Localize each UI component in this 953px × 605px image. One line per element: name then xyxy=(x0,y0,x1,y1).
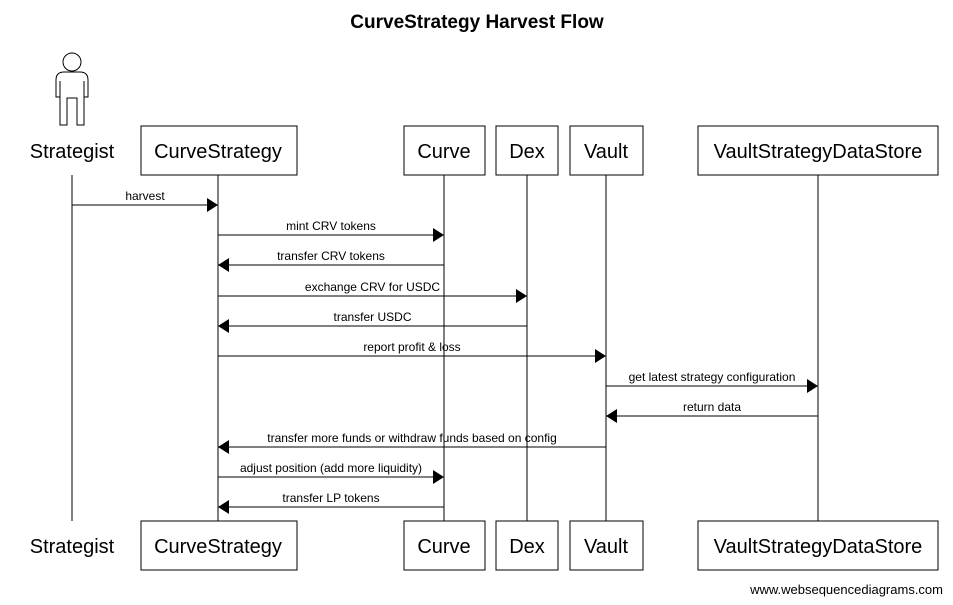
participant-headers: Strategist CurveStrategy Curve Dex Vault Vaul… xyxy=(30,125,939,176)
participant-label-datastore-header: VaultStrategyDataStore xyxy=(714,141,923,163)
participant-box-curvestrategy-header xyxy=(140,125,298,176)
diagram-title: CurveStrategy Harvest Flow xyxy=(350,12,604,33)
participant-box-vault-header xyxy=(569,125,644,176)
message-9: transfer more funds or withdraw funds ba… xyxy=(218,431,606,454)
participant-label-vault-footer: Vault xyxy=(584,536,629,558)
stick-figure-icon xyxy=(55,52,89,126)
message-arrowhead xyxy=(606,409,617,423)
message-label: transfer more funds or withdraw funds ba… xyxy=(267,431,557,445)
participant-label-vault-header: Vault xyxy=(584,141,629,163)
message-arrowhead xyxy=(807,379,818,393)
message-arrowhead xyxy=(595,349,606,363)
participant-box-curvestrategy-footer xyxy=(140,520,298,571)
message-arrowhead xyxy=(433,228,444,242)
message-label: get latest strategy configuration xyxy=(629,370,796,384)
message-arrowhead xyxy=(218,319,229,333)
participant-label-curve-footer: Curve xyxy=(417,536,470,558)
participant-label-curvestrategy-footer: CurveStrategy xyxy=(154,536,282,558)
participant-label-curve-header: Curve xyxy=(417,141,470,163)
participant-label-strategist-footer: Strategist xyxy=(30,536,115,558)
message-arrowhead xyxy=(207,198,218,212)
message-1: harvest xyxy=(72,189,218,212)
message-label: transfer LP tokens xyxy=(282,491,379,505)
message-arrowhead xyxy=(218,258,229,272)
participant-footers: Strategist CurveStrategy Curve Dex Vault Vaul… xyxy=(30,520,939,571)
message-label: mint CRV tokens xyxy=(286,219,376,233)
messages: harvest mint CRV tokens transfer CRV token… xyxy=(72,189,818,514)
participant-box-dex-header xyxy=(495,125,559,176)
participant-label-dex-footer: Dex xyxy=(509,536,545,558)
participant-label-datastore-footer: VaultStrategyDataStore xyxy=(714,536,923,558)
participant-box-datastore-header xyxy=(697,125,939,176)
credit-watermark: www.websequencediagrams.com xyxy=(749,582,943,597)
participant-label-dex-header: Dex xyxy=(509,141,545,163)
message-label: return data xyxy=(683,400,741,414)
message-8: return data xyxy=(606,400,818,423)
message-label: report profit & loss xyxy=(363,340,460,354)
message-label: adjust position (add more liquidity) xyxy=(240,461,422,475)
message-6: report profit & loss xyxy=(218,340,606,363)
participant-label-curvestrategy-header: CurveStrategy xyxy=(154,141,282,163)
message-arrowhead xyxy=(516,289,527,303)
message-arrowhead xyxy=(433,470,444,484)
participant-box-dex-footer xyxy=(495,520,559,571)
lifelines xyxy=(71,175,819,521)
message-arrowhead xyxy=(218,500,229,514)
message-arrowhead xyxy=(218,440,229,454)
message-11: transfer LP tokens xyxy=(218,491,444,514)
message-2: mint CRV tokens xyxy=(218,219,444,242)
participant-box-curve-footer xyxy=(403,520,486,571)
message-label: harvest xyxy=(125,189,165,203)
message-10: adjust position (add more liquidity) xyxy=(218,461,444,484)
participant-box-vault-footer xyxy=(569,520,644,571)
participant-box-curve-header xyxy=(403,125,486,176)
message-5: transfer USDC xyxy=(218,310,527,333)
message-label: transfer CRV tokens xyxy=(277,249,385,263)
message-label: exchange CRV for USDC xyxy=(305,280,441,294)
participant-label-strategist-header: Strategist xyxy=(30,141,115,163)
message-7: get latest strategy configuration xyxy=(606,370,818,393)
message-4: exchange CRV for USDC xyxy=(218,280,527,303)
participant-box-datastore-footer xyxy=(697,520,939,571)
message-3: transfer CRV tokens xyxy=(218,249,444,272)
message-label: transfer USDC xyxy=(333,310,411,324)
